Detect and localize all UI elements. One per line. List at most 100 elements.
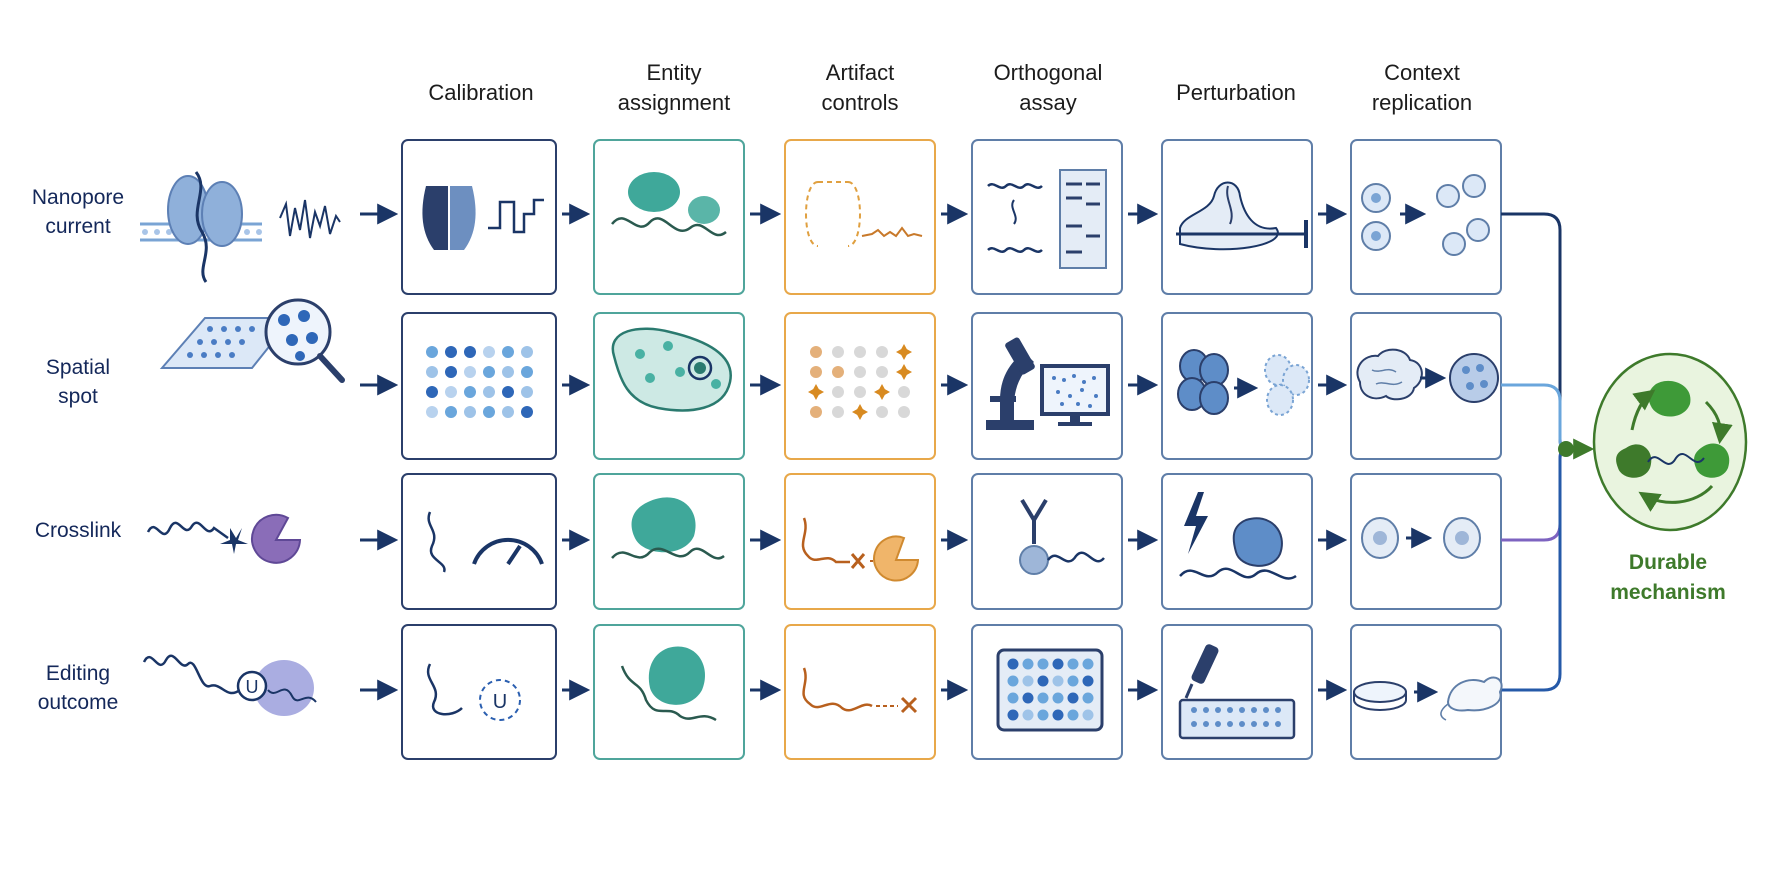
dot <box>854 346 866 358</box>
column-heading-artifact-controls: Artifact controls <box>821 60 899 115</box>
durable-mechanism-cycle-icon <box>1592 352 1748 532</box>
dot <box>854 386 866 398</box>
rna-gauge-icon <box>427 511 544 573</box>
well-plate-icon <box>996 648 1104 732</box>
merge-line-spatial <box>1501 383 1567 451</box>
well <box>1007 658 1019 670</box>
well <box>1082 675 1094 687</box>
well <box>1052 658 1064 670</box>
dot <box>521 406 533 418</box>
merge-line-editing <box>1501 447 1567 692</box>
step-box-nanopore-context <box>1350 139 1502 295</box>
row-label-nanopore-current: Nanopore current <box>31 186 125 238</box>
well <box>1052 692 1064 704</box>
well <box>1067 675 1079 687</box>
protein-rna-complex-icon <box>611 497 725 560</box>
artifact-star <box>852 404 868 420</box>
dot <box>426 366 438 378</box>
dot <box>502 406 514 418</box>
column-heading-perturbation: Perturbation <box>1176 80 1296 105</box>
well <box>1037 658 1049 670</box>
well <box>1052 709 1064 721</box>
dot <box>832 346 844 358</box>
dot <box>876 406 888 418</box>
nanopore-membrane-icon <box>140 171 341 283</box>
dot-grid-icon <box>426 346 533 418</box>
row-label-editing-outcome: Editing outcome <box>37 662 119 714</box>
well <box>1022 675 1034 687</box>
column-heading-orthogonal-assay: Orthogonal assay <box>993 60 1103 115</box>
dot <box>464 386 476 398</box>
dot <box>426 346 438 358</box>
antibody-rna-icon <box>1019 498 1105 575</box>
dot <box>898 406 910 418</box>
dot <box>464 366 476 378</box>
editing-rna-icon: U <box>142 654 317 716</box>
dish-to-mouse-icon <box>1353 676 1503 721</box>
dot <box>810 366 822 378</box>
well <box>1082 709 1094 721</box>
dot <box>502 386 514 398</box>
merge-node <box>1558 441 1574 457</box>
dot <box>483 386 495 398</box>
step-box-editing-calibration <box>401 624 557 760</box>
well <box>1082 692 1094 704</box>
rna-blocked-icon <box>802 667 918 714</box>
step-box-spatial-perturbation <box>1161 312 1313 460</box>
dot <box>445 406 457 418</box>
spatial-slide-magnifier-icon <box>159 298 345 383</box>
rna-gel-icon <box>987 169 1107 269</box>
well <box>1067 658 1079 670</box>
column-heading-entity-assignment: Entity assignment <box>617 60 731 115</box>
dot-grid-artifact-icon <box>808 344 912 420</box>
cell-cluster-disruption-icon <box>1177 349 1310 416</box>
dot <box>426 386 438 398</box>
well <box>1007 675 1019 687</box>
artifact-star <box>808 384 824 400</box>
dot <box>502 366 514 378</box>
dot <box>445 366 457 378</box>
well <box>1082 658 1094 670</box>
row-label-spatial-spot: Spatial spot <box>45 356 111 408</box>
step-box-nanopore-calibration <box>401 139 557 295</box>
step-box-crosslink-calibration <box>401 473 557 610</box>
well <box>1067 692 1079 704</box>
pipette-plate-icon <box>1178 644 1296 740</box>
svg-text:U: U <box>493 691 507 713</box>
dot <box>464 406 476 418</box>
step-box-nanopore-entity <box>593 139 745 295</box>
well <box>1007 709 1019 721</box>
artifact-star <box>896 364 912 380</box>
dot <box>445 386 457 398</box>
protein-bound-rna-icon <box>611 172 727 237</box>
well <box>1022 692 1034 704</box>
well <box>1037 692 1049 704</box>
dot <box>502 346 514 358</box>
merge-line-nanopore <box>1501 212 1567 451</box>
dot <box>483 366 495 378</box>
dot <box>483 346 495 358</box>
step-box-crosslink-artifact <box>784 473 936 610</box>
rna-uridine-icon: U <box>426 663 521 721</box>
dot <box>832 406 844 418</box>
artifact-star <box>896 344 912 360</box>
dot <box>464 346 476 358</box>
rna-inhibition-icon <box>1176 181 1308 251</box>
well <box>1067 709 1079 721</box>
dot <box>876 366 888 378</box>
step-box-spatial-calibration <box>401 312 557 460</box>
step-box-crosslink-orthogonal <box>971 473 1123 610</box>
well <box>1037 675 1049 687</box>
well <box>1007 692 1019 704</box>
protein-rna-complex-icon <box>620 646 717 722</box>
well <box>1052 675 1064 687</box>
artifact-star <box>874 384 890 400</box>
dot <box>483 406 495 418</box>
column-heading-calibration: Calibration <box>428 80 534 105</box>
cell-with-spots-icon <box>611 327 732 412</box>
dot <box>521 346 533 358</box>
dashed-pore-noise-icon <box>805 181 923 247</box>
dot <box>854 366 866 378</box>
well <box>1037 709 1049 721</box>
svg-text:U: U <box>246 677 259 697</box>
